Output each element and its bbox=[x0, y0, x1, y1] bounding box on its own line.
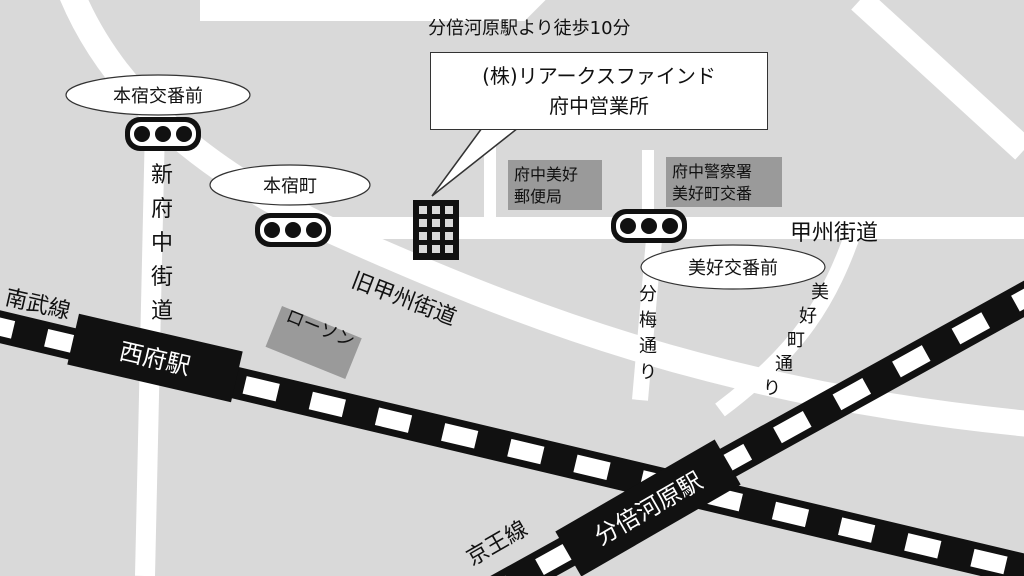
post-office-line2: 郵便局 bbox=[514, 187, 562, 206]
koshu-label: 甲州街道 bbox=[790, 221, 878, 246]
road-miyoshi bbox=[715, 225, 863, 417]
miyoshi-char-5: り bbox=[763, 378, 781, 399]
shin-fuchu-char-4: 街 bbox=[151, 265, 173, 290]
miyoshi-char-2: 好 bbox=[799, 306, 817, 327]
signal-name-3: 美好交番前 bbox=[688, 258, 778, 279]
station-bubaigawara[interactable]: 分倍河原駅 bbox=[555, 439, 741, 576]
bubai-char-3: 通 bbox=[639, 336, 657, 357]
traffic-light-icon[interactable] bbox=[611, 209, 687, 243]
walk-note: 分倍河原駅より徒歩10分 bbox=[428, 18, 631, 39]
bubai-char-2: 梅 bbox=[639, 310, 657, 331]
signal-name-2: 本宿町 bbox=[263, 176, 317, 197]
miyoshi-char-4: 通 bbox=[775, 354, 793, 375]
nambu-line-dashes bbox=[0, 317, 1024, 576]
road-upper-right bbox=[851, 0, 1024, 160]
signal-label-honjuku-cho: 本宿町 bbox=[209, 164, 371, 206]
building-icon[interactable] bbox=[413, 200, 459, 260]
bubai-char-4: り bbox=[639, 362, 657, 383]
road-label-miyoshi: 美 好 町 通 り bbox=[763, 282, 829, 399]
post-office[interactable]: 府中美好 郵便局 bbox=[508, 160, 602, 210]
signal-name-1: 本宿交番前 bbox=[113, 86, 203, 107]
police-line2: 美好町交番 bbox=[672, 184, 752, 203]
miyoshi-char-3: 町 bbox=[787, 330, 805, 351]
company-name: (株)リアークスファインド bbox=[482, 64, 716, 88]
police-box[interactable]: 府中警察署 美好町交番 bbox=[666, 157, 782, 207]
signal-label-honjuku-koban: 本宿交番前 bbox=[65, 74, 251, 116]
company-branch: 府中営業所 bbox=[549, 94, 649, 118]
company-callout[interactable]: (株)リアークスファインド 府中営業所 bbox=[430, 52, 768, 130]
station-nishifuchu[interactable]: 西府駅 bbox=[67, 313, 243, 403]
road-label-bubai: 分 梅 通 り bbox=[639, 284, 657, 383]
traffic-light-icon[interactable] bbox=[255, 213, 331, 247]
bubai-char-1: 分 bbox=[639, 284, 657, 305]
shin-fuchu-char-5: 道 bbox=[151, 299, 173, 324]
road-label-shin-fuchu: 新 府 中 街 道 bbox=[151, 163, 173, 324]
police-line1: 府中警察署 bbox=[672, 162, 752, 181]
miyoshi-char-1: 美 bbox=[811, 282, 829, 303]
signal-label-miyoshi-koban: 美好交番前 bbox=[640, 244, 826, 290]
shin-fuchu-char-3: 中 bbox=[151, 231, 173, 256]
traffic-light-icon[interactable] bbox=[125, 117, 201, 151]
shin-fuchu-char-2: 府 bbox=[151, 197, 173, 222]
post-office-line1: 府中美好 bbox=[514, 165, 578, 184]
road-top bbox=[199, 0, 546, 21]
shin-fuchu-char-1: 新 bbox=[151, 163, 173, 188]
